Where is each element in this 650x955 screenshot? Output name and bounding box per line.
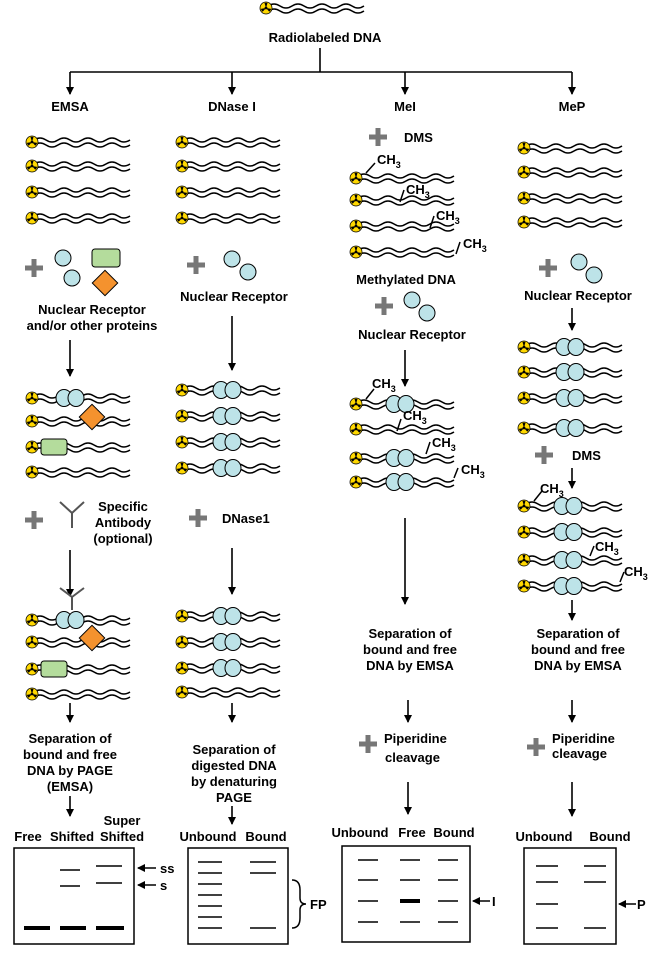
mei-sep-3: DNA by EMSA <box>366 658 454 673</box>
lane-free: Free <box>14 829 41 844</box>
mei-sep-1: Separation of <box>368 626 452 641</box>
mep-dms: DMS <box>572 448 601 463</box>
mei-sep-2: bound and free <box>363 642 457 657</box>
label-fp: FP <box>310 897 327 912</box>
dnase-sep-4: PAGE <box>216 790 252 805</box>
label-ss: ss <box>160 861 174 876</box>
emsa-step2a: Specific <box>98 499 148 514</box>
lane-shifted-2: Shifted <box>100 829 144 844</box>
dnase-sep-1: Separation of <box>192 742 276 757</box>
ch3-label: CH3 <box>624 564 648 582</box>
mep-lane-unbound: Unbound <box>515 829 572 844</box>
mei-dms: DMS <box>404 130 433 145</box>
lane-super: Super <box>104 813 141 828</box>
ch3-label: CH3 <box>463 236 487 254</box>
ch3-label: CH3 <box>461 462 485 480</box>
mei-gel <box>341 845 471 943</box>
dnase-gel <box>187 847 289 945</box>
dnase-complexes <box>176 381 280 477</box>
emsa-sep-2: bound and free <box>23 747 117 762</box>
mep-pip-2: cleavage <box>552 746 607 761</box>
mei-proteins <box>403 291 436 322</box>
mei-lane-bound: Bound <box>433 825 474 840</box>
antibody-icon <box>59 501 85 528</box>
ch3-label: CH3 <box>372 376 396 394</box>
ch3-label: CH3 <box>595 539 619 557</box>
emsa-step2b: Antibody <box>95 515 152 530</box>
emsa-sep-3: DNA by PAGE <box>27 763 113 778</box>
dnase-digested-complexes <box>176 607 280 699</box>
plus-icon <box>527 738 545 756</box>
emsa-gel <box>13 847 135 945</box>
plus-icon <box>25 511 43 529</box>
ch3-label: CH3 <box>377 152 401 170</box>
mei-step1: Nuclear Receptor <box>358 327 466 342</box>
mei-lane-unbound: Unbound <box>331 825 388 840</box>
ch3-label: CH3 <box>436 208 460 226</box>
label-p: P <box>637 897 646 912</box>
mep-pip-1: Piperidine <box>552 731 615 746</box>
mep-complexes <box>518 338 622 437</box>
mep-sep-1: Separation of <box>536 626 620 641</box>
mep-sep-3: DNA by EMSA <box>534 658 622 673</box>
mep-step1: Nuclear Receptor <box>524 288 632 303</box>
mep-gel <box>523 847 617 945</box>
mei-complexes <box>350 388 459 491</box>
dnase-lane-bound: Bound <box>245 829 286 844</box>
mei-lane-free: Free <box>398 825 425 840</box>
column-dnase: DNase I <box>208 99 256 114</box>
plus-icon <box>539 259 557 277</box>
title: Radiolabeled DNA <box>269 30 382 45</box>
dnase-sep-2: digested DNA <box>191 758 277 773</box>
mep-methylated-complexes <box>518 490 625 595</box>
emsa-step1: Nuclear Receptor <box>38 302 146 317</box>
mei-methylated-strands <box>350 162 461 258</box>
plus-icon <box>535 446 553 464</box>
emsa-sep-4: (EMSA) <box>47 779 93 794</box>
mep-dna-strands <box>518 142 622 228</box>
branch-tree <box>66 48 576 95</box>
mep-lane-bound: Bound <box>589 829 630 844</box>
emsa-step2c: (optional) <box>93 531 152 546</box>
column-mei: MeI <box>394 99 416 114</box>
column-mep: MeP <box>559 99 586 114</box>
mep-sep-2: bound and free <box>531 642 625 657</box>
label-s: s <box>160 878 167 893</box>
dnase-proteins <box>223 250 257 281</box>
lane-shifted: Shifted <box>50 829 94 844</box>
mei-methylated-dna: Methylated DNA <box>356 272 456 287</box>
dnase-lane-unbound: Unbound <box>179 829 236 844</box>
emsa-dna-strands <box>26 136 130 224</box>
column-emsa: EMSA <box>51 99 89 114</box>
mei-pip-2: cleavage <box>385 750 440 765</box>
dnase-step1: Nuclear Receptor <box>180 289 288 304</box>
plus-icon <box>25 259 43 277</box>
emsa-proteins <box>54 248 121 297</box>
plus-icon <box>189 509 207 527</box>
dnase-step2: DNase1 <box>222 511 270 526</box>
plus-icon <box>375 297 393 315</box>
emsa-supershift-complexes <box>26 587 130 700</box>
ch3-label: CH3 <box>406 182 430 200</box>
emsa-step1b: and/or other proteins <box>27 318 158 333</box>
plus-icon <box>187 256 205 274</box>
plus-icon <box>369 128 387 146</box>
ch3-label: CH3 <box>432 435 456 453</box>
top-strand <box>260 2 364 14</box>
plus-icon <box>359 735 377 753</box>
label-i: I <box>492 894 496 909</box>
emsa-complexes <box>26 389 130 479</box>
fp-bracket <box>291 879 307 929</box>
ch3-label: CH3 <box>403 408 427 426</box>
mei-pip-1: Piperidine <box>384 731 447 746</box>
dnase-sep-3: by denaturing <box>191 774 277 789</box>
emsa-sep-1: Separation of <box>28 731 112 746</box>
mep-proteins <box>570 253 603 284</box>
dnase-dna-strands <box>176 136 280 224</box>
ch3-label: CH3 <box>540 481 564 499</box>
